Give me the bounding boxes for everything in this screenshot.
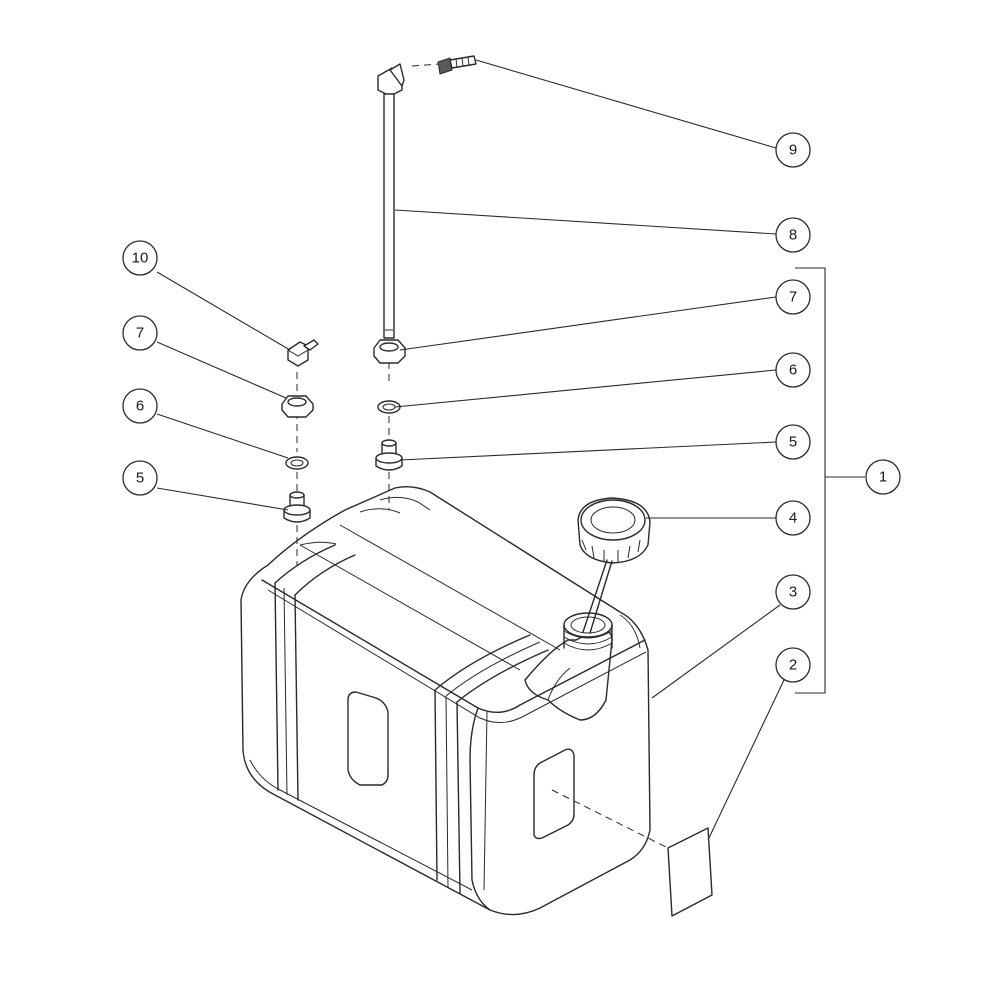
center-nut — [373, 339, 406, 364]
callout-label: 7 — [136, 325, 144, 342]
callout-balloons: 9 8 10 7 7 6 6 5 — [122, 132, 901, 683]
left-elbow-fitting — [287, 339, 319, 367]
leader-lines — [156, 59, 865, 841]
pickup-tube — [377, 63, 405, 339]
callout-7-right: 7 — [775, 279, 811, 315]
callout-6-right: 6 — [775, 352, 811, 388]
callout-label: 5 — [136, 470, 144, 487]
fuel-tank — [240, 485, 651, 916]
callout-4: 4 — [775, 500, 811, 536]
label-decal — [667, 827, 713, 917]
callout-8: 8 — [775, 217, 811, 253]
callout-9: 9 — [775, 132, 811, 168]
center-bushing — [375, 439, 403, 471]
callout-3: 3 — [775, 574, 811, 610]
callout-label: 1 — [879, 469, 887, 486]
callout-label: 10 — [132, 250, 149, 267]
callout-label: 9 — [789, 142, 797, 159]
assembly-centerlines — [296, 63, 669, 849]
left-washer — [285, 456, 309, 470]
callout-1: 1 — [865, 459, 901, 495]
callout-label: 4 — [789, 510, 797, 527]
fuel-cap — [577, 497, 651, 634]
left-nut — [281, 395, 314, 418]
left-bushing — [283, 491, 311, 523]
callout-label: 6 — [136, 398, 144, 415]
callout-2: 2 — [775, 647, 811, 683]
callout-10: 10 — [122, 240, 158, 276]
callout-label: 8 — [789, 227, 797, 244]
callout-label: 6 — [789, 362, 797, 379]
callout-6-left: 6 — [122, 388, 158, 424]
callout-5-right: 5 — [775, 424, 811, 460]
callout-label: 7 — [789, 289, 797, 306]
barbed-fitting — [437, 55, 477, 75]
callout-label: 2 — [789, 657, 797, 674]
callout-label: 5 — [789, 434, 797, 451]
callout-5-left: 5 — [122, 460, 158, 496]
callout-label: 3 — [789, 584, 797, 601]
callout-7-left: 7 — [122, 315, 158, 351]
